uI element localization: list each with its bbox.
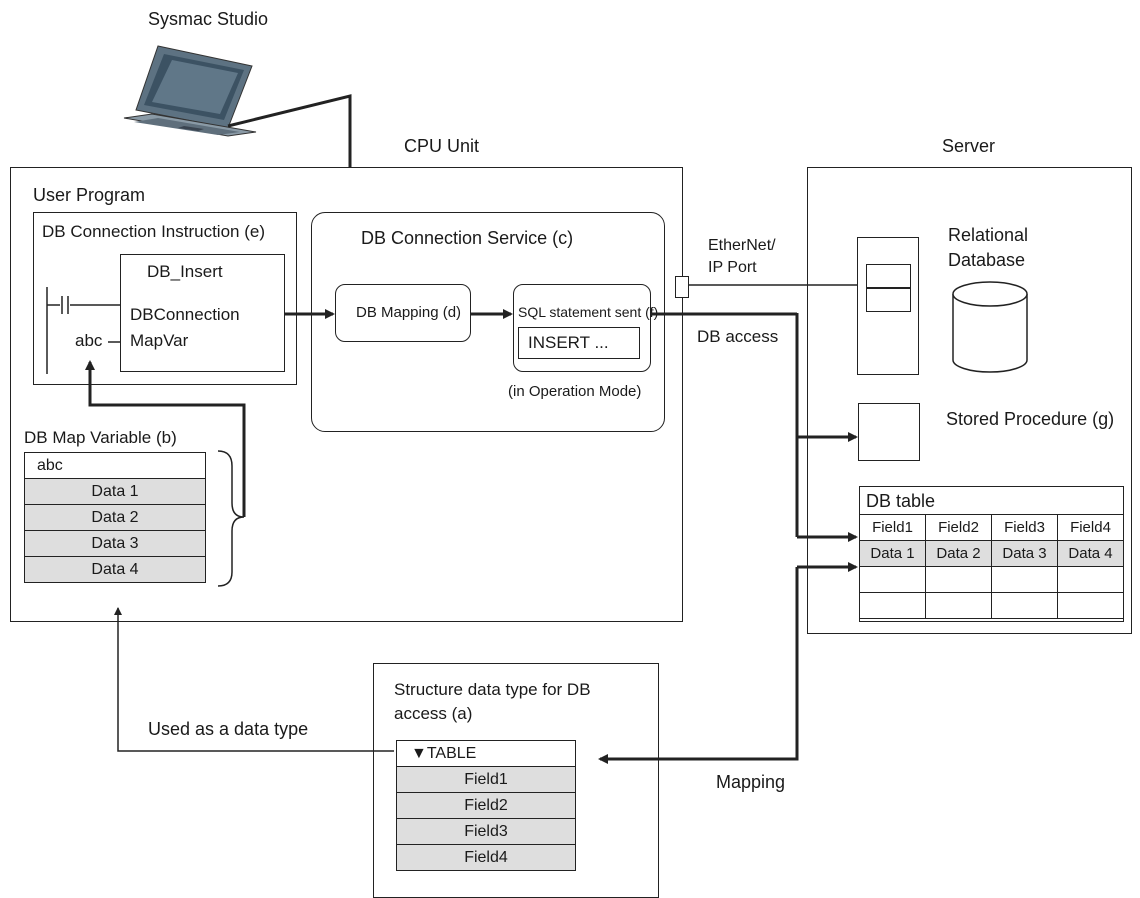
insert-textbox	[518, 327, 640, 359]
laptop-icon	[123, 45, 257, 137]
db-connection-instruction-label: DB Connection Instruction (e)	[42, 222, 265, 241]
structure-type-field: Field3	[396, 818, 576, 845]
db-mapping-label: DB Mapping (d)	[356, 304, 462, 321]
db-table-label: DB table	[866, 491, 936, 511]
used-as-data-type-label: Used as a data type	[148, 719, 309, 739]
structure-type-header: ▼TABLE	[396, 740, 576, 767]
laptop-cable-line	[227, 94, 352, 167]
db-table-cell	[859, 592, 926, 619]
db-map-variable-row: Data 3	[24, 530, 206, 557]
sql-statement-label: SQL statement sent (f)	[518, 304, 659, 320]
db-table-column-header: Field2	[925, 514, 992, 541]
db-table-cell	[1057, 592, 1124, 619]
ethernet-ip-port-label-2: IP Port	[708, 259, 757, 276]
relational-database-label-1: Relational	[948, 225, 1029, 245]
server-drive-slot	[866, 288, 911, 312]
user-program-label: User Program	[33, 185, 146, 205]
insert-text: INSERT ...	[528, 333, 609, 352]
structure-type-field: Field1	[396, 766, 576, 793]
db-insert-block	[120, 254, 285, 372]
db-table-column-header: Field3	[991, 514, 1058, 541]
map-variable-to-abc-arrow	[85, 360, 246, 517]
used-as-data-type-arrow	[114, 607, 394, 752]
mapvar-pin-label: MapVar	[130, 331, 189, 350]
db-table-cell	[925, 592, 992, 619]
db-mapping-box	[335, 284, 471, 342]
db-connection-service-label: DB Connection Service (c)	[361, 228, 574, 248]
mapping-label: Mapping	[716, 772, 786, 792]
db-map-variable-row: Data 4	[24, 556, 206, 583]
db-table-cell: Data 1	[859, 540, 926, 567]
db-map-variable-brace	[217, 450, 245, 587]
db-table-column-header: Field4	[1057, 514, 1124, 541]
db-map-variable-table: abc Data 1 Data 2 Data 3 Data 4	[24, 452, 206, 583]
database-cylinder-icon	[952, 281, 1028, 373]
structure-data-type-label-1: Structure data type for DB	[394, 680, 591, 699]
ethernet-ip-port-label-1: EtherNet/	[708, 237, 776, 254]
in-operation-mode-label: (in Operation Mode)	[508, 383, 642, 400]
db-map-variable-row: Data 1	[24, 478, 206, 505]
db-map-variable-label: DB Map Variable (b)	[24, 428, 177, 447]
server-drive-slot	[866, 264, 911, 288]
structure-data-type-label-2: access (a)	[394, 704, 473, 723]
db-table-cell: Data 4	[1057, 540, 1124, 567]
server-label: Server	[942, 136, 996, 156]
mapping-trunk-line	[598, 567, 799, 764]
db-insert-label: DB_Insert	[147, 262, 223, 281]
db-table-cell	[991, 592, 1058, 619]
structure-type-field: Field4	[396, 844, 576, 871]
ethernet-ip-port	[675, 276, 689, 298]
structure-type-table: ▼TABLE Field1 Field2 Field3 Field4	[396, 740, 576, 871]
abc-variable-label: abc	[75, 331, 103, 350]
cpu-unit-label: CPU Unit	[404, 136, 480, 156]
db-access-label: DB access	[697, 327, 779, 346]
stored-procedure-box	[858, 403, 920, 461]
db-table-cell	[925, 566, 992, 593]
dbconnection-pin-label: DBConnection	[130, 305, 240, 324]
sysmac-studio-label: Sysmac Studio	[148, 9, 269, 29]
db-table-cell	[1057, 566, 1124, 593]
structure-type-field: Field2	[396, 792, 576, 819]
stored-procedure-label: Stored Procedure (g)	[946, 409, 1115, 429]
db-table-grid: Field1 Field2 Field3 Field4 Data 1 Data …	[859, 514, 1124, 619]
db-map-variable-row: Data 2	[24, 504, 206, 531]
relational-database-label-2: Database	[948, 250, 1026, 270]
